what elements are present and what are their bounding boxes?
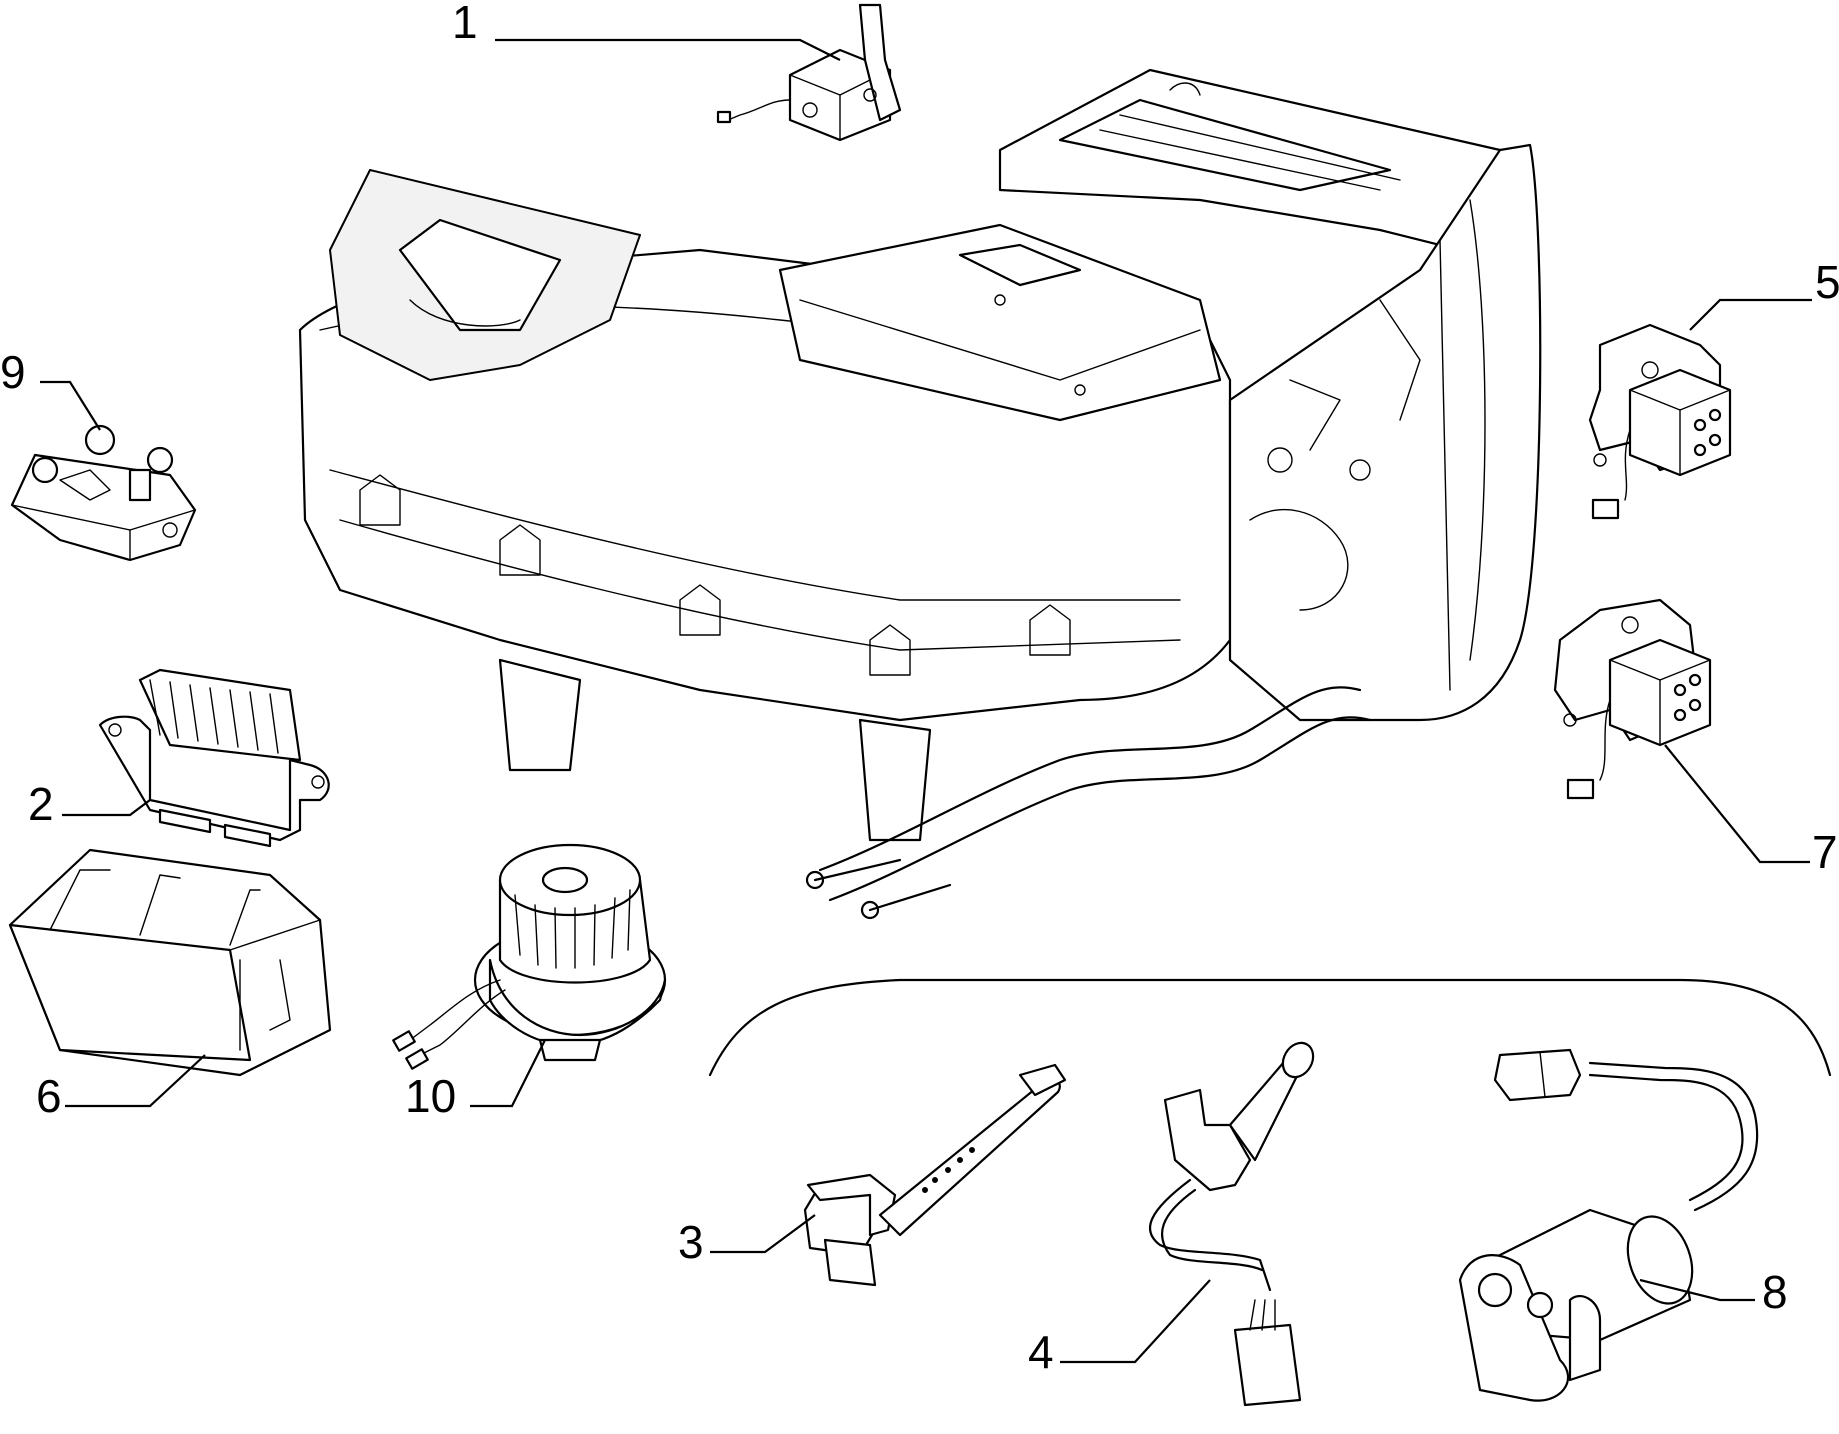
group-bracket	[708, 978, 1832, 1077]
leader-10	[470, 1039, 546, 1108]
callout-3: 3	[678, 1216, 704, 1268]
leader-9	[40, 380, 101, 431]
part-8-actuator	[1458, 1048, 1759, 1402]
callout-8: 8	[1762, 1266, 1788, 1318]
part-10-blower-fan	[392, 843, 667, 1070]
part-2-blower-resistor	[98, 668, 330, 848]
leader-lines	[40, 38, 1812, 1364]
part-4-sensor-cable	[1149, 1041, 1315, 1407]
leader-5	[1689, 298, 1812, 331]
part-5-sensor	[1588, 323, 1732, 520]
callout-numbers: 1 2 3 4 5 6 7 8 9 10	[0, 0, 1839, 1378]
part-1-servo-motor	[716, 3, 902, 142]
leader-8	[1639, 1278, 1755, 1302]
heater-unit-housing	[298, 68, 1542, 920]
leader-3	[710, 1214, 816, 1254]
callout-2: 2	[28, 778, 54, 830]
leader-7	[1664, 744, 1810, 864]
part-9-relay-board	[10, 424, 197, 562]
part-3-temperature-probe	[803, 1063, 1067, 1287]
leader-2	[62, 799, 151, 817]
part-7-sensor	[1553, 598, 1712, 800]
part-6-cover-tray	[8, 848, 332, 1077]
callout-1: 1	[452, 0, 478, 48]
callout-4: 4	[1028, 1326, 1054, 1378]
callout-5: 5	[1815, 256, 1839, 308]
leader-1	[495, 38, 841, 61]
leader-6	[65, 1054, 206, 1108]
leader-4	[1060, 1279, 1211, 1364]
callout-6: 6	[36, 1070, 62, 1122]
callout-10: 10	[405, 1070, 456, 1122]
callout-7: 7	[1812, 826, 1838, 878]
callout-9: 9	[0, 346, 26, 398]
